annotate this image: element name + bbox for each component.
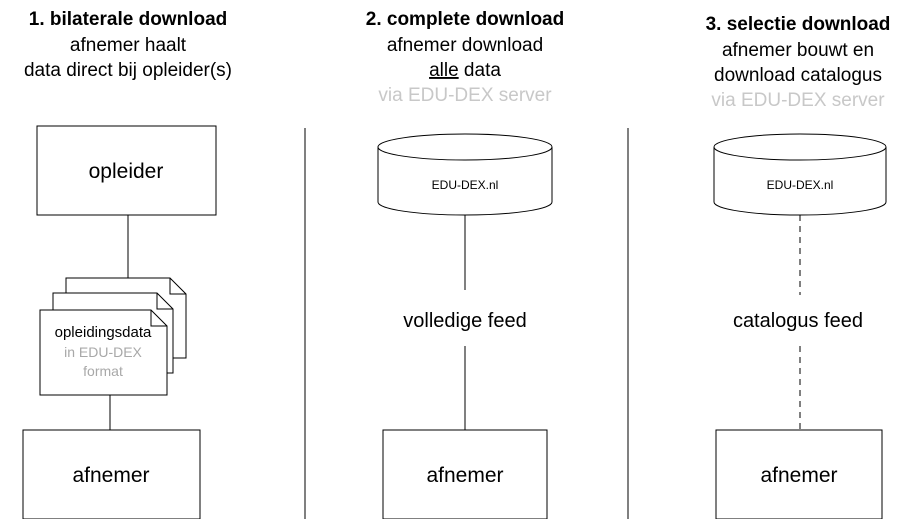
column-1-title: 1. bilaterale download	[29, 9, 228, 30]
document-label: opleidingsdata	[55, 324, 152, 341]
document-front	[39, 309, 168, 396]
document-format-line2: format	[83, 363, 123, 379]
opleider-box	[36, 125, 217, 216]
feed-label-3: catalogus feed	[733, 310, 863, 332]
afnemer-label-2: afnemer	[426, 464, 503, 487]
server-cylinder-3: EDU-DEX.nl	[713, 133, 887, 216]
column-selectie: 3. selectie download afnemer bouwt en do…	[706, 14, 891, 519]
document-format-line1: in EDU-DEX	[64, 344, 142, 360]
feed-label-2: volledige feed	[403, 310, 526, 332]
column-2-via-server: via EDU-DEX server	[378, 85, 552, 106]
column-complete: 2. complete download afnemer download al…	[366, 9, 564, 519]
afnemer-label-1: afnemer	[72, 464, 149, 487]
column-2-underlined-word: alle	[429, 60, 459, 81]
afnemer-box-1	[22, 429, 201, 519]
column-3-title: 3. selectie download	[706, 14, 891, 35]
column-2-line1: afnemer download	[387, 35, 543, 56]
column-2-line2: alle data	[429, 60, 501, 81]
server-label-2: EDU-DEX.nl	[432, 178, 499, 192]
column-1-line2: data direct bij opleider(s)	[24, 60, 232, 81]
column-1-line1: afnemer haalt	[70, 35, 187, 56]
opleider-label: opleider	[89, 160, 164, 183]
server-label-3: EDU-DEX.nl	[767, 178, 834, 192]
document-stack: opleidingsdata in EDU-DEX format	[39, 277, 187, 396]
afnemer-box-2	[382, 429, 548, 519]
server-cylinder-2: EDU-DEX.nl	[377, 133, 553, 216]
column-3-via-server: via EDU-DEX server	[711, 90, 885, 111]
column-3-line1: afnemer bouwt en	[722, 40, 874, 61]
column-2-title: 2. complete download	[366, 9, 564, 30]
afnemer-label-3: afnemer	[760, 464, 837, 487]
column-2-line2-rest: data	[459, 60, 502, 81]
column-bilaterale: 1. bilaterale download afnemer haalt dat…	[22, 9, 232, 519]
afnemer-box-3	[715, 429, 883, 519]
column-3-line2: download catalogus	[714, 65, 882, 86]
